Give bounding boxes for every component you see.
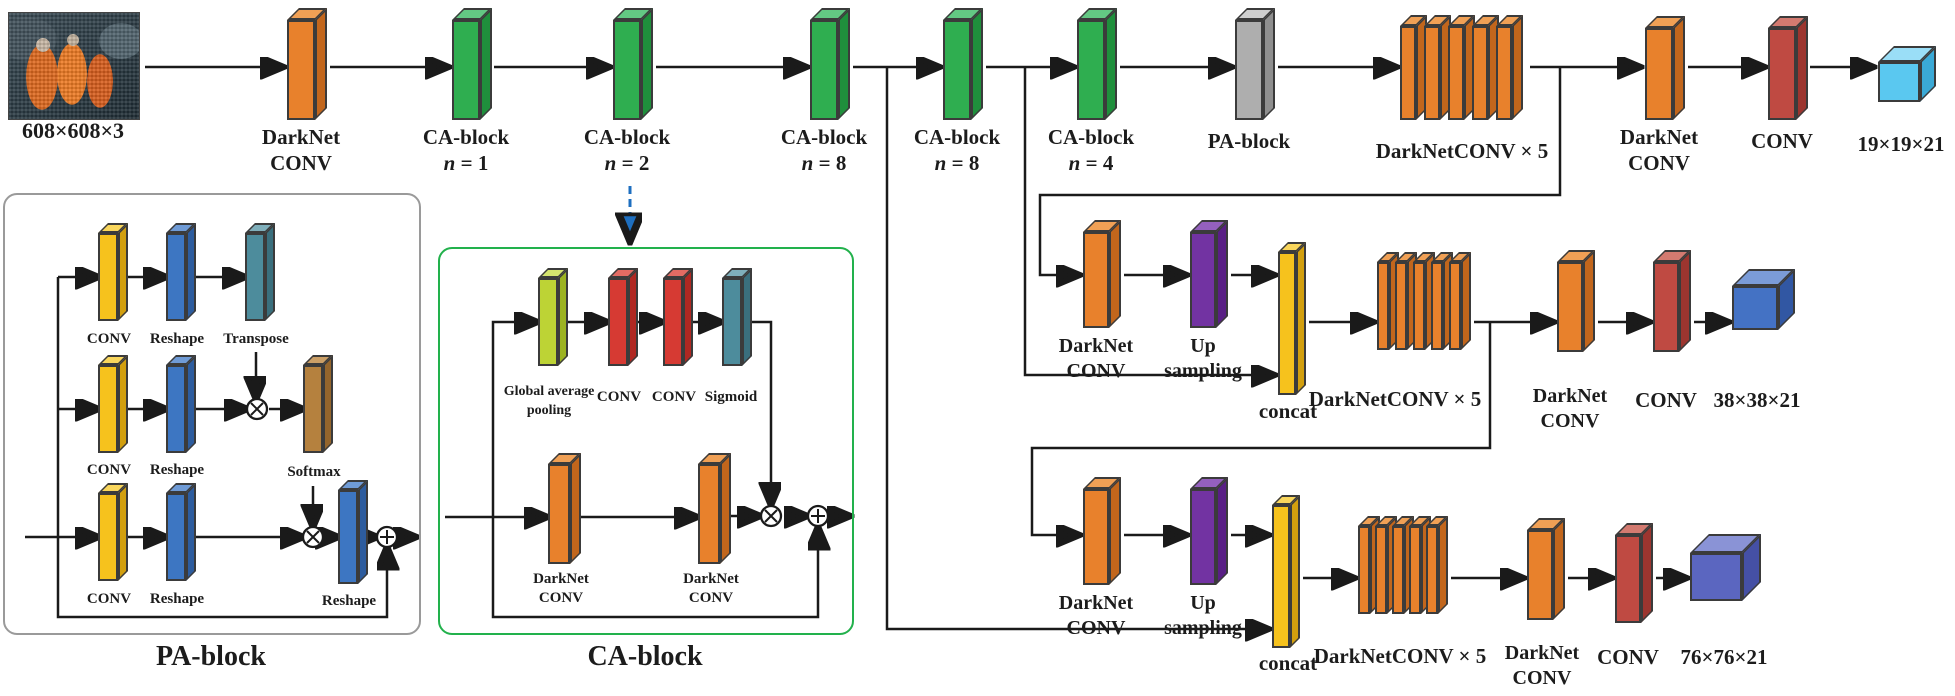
route-76-to-concat <box>885 67 1266 629</box>
branch3-concat-label: concat <box>1258 651 1318 675</box>
ca-sigmoid-drop <box>746 320 771 503</box>
pa-multiply-op-icon <box>245 397 269 421</box>
ca-conv2-label: CONV <box>651 389 697 405</box>
branch3-head-conv-label: CONV <box>1597 645 1659 669</box>
branch2-arrows <box>1124 275 1726 322</box>
ca-block-detail-box <box>438 247 854 635</box>
pa-detail-lines <box>25 277 414 619</box>
branch3-stack-label: DarkNetCONV × 5 <box>1313 644 1487 668</box>
pa-conv2-label: CONV <box>86 462 132 478</box>
ca-detail-lines <box>445 320 848 619</box>
pa-reshape3-label: Reshape <box>149 591 205 607</box>
pa-reshape1-label: Reshape <box>149 331 205 347</box>
ca-detail-title: CA-block <box>587 641 703 672</box>
ca-conv1-label: CONV <box>596 389 642 405</box>
route-head1-to-branch2 <box>1038 67 1562 275</box>
neck1-stack-label: DarkNetCONV × 5 <box>1375 139 1549 163</box>
pa-node-label: PA-block <box>1207 129 1291 153</box>
output-19-label: 19×19×21 <box>1857 132 1945 156</box>
ca-skip <box>491 517 818 619</box>
pa-conv3-label: CONV <box>86 591 132 607</box>
pa-softmax-label: Softmax <box>287 464 341 480</box>
pa-conv1-label: CONV <box>86 331 132 347</box>
input-image <box>8 12 140 120</box>
pa-reshape2-label: Reshape <box>149 462 205 478</box>
branch-route-lines <box>630 67 1562 629</box>
route-branch2-to-branch3 <box>1030 322 1492 535</box>
ca-add-op-icon <box>806 504 830 528</box>
pa-trunk-skip <box>56 277 387 619</box>
pa-multiply2-op-icon <box>301 525 325 549</box>
route-38-to-concat <box>1023 67 1272 375</box>
branch2-head-conv-label: CONV <box>1635 388 1697 412</box>
output-76-label: 76×76×21 <box>1680 645 1768 669</box>
branch2-concat-label: concat <box>1258 399 1318 423</box>
pa-add-op-icon <box>375 525 399 549</box>
pa-transpose-label: Transpose <box>223 331 289 347</box>
output-38-label: 38×38×21 <box>1713 388 1801 412</box>
ca-gap-branch <box>491 322 535 517</box>
head1-conv-label: CONV <box>1751 129 1813 153</box>
pa-detail-title: PA-block <box>156 641 266 672</box>
ca-multiply-op-icon <box>759 504 783 528</box>
branch2-stack-label: DarkNetCONV × 5 <box>1308 387 1482 411</box>
branch3-arrows <box>1124 535 1684 578</box>
pa-block-detail-box <box>3 193 421 635</box>
ca-sigmoid-label: Sigmoid <box>704 389 758 405</box>
pa-reshape4-label: Reshape <box>321 593 377 609</box>
input-size-label: 608×608×3 <box>21 118 125 143</box>
